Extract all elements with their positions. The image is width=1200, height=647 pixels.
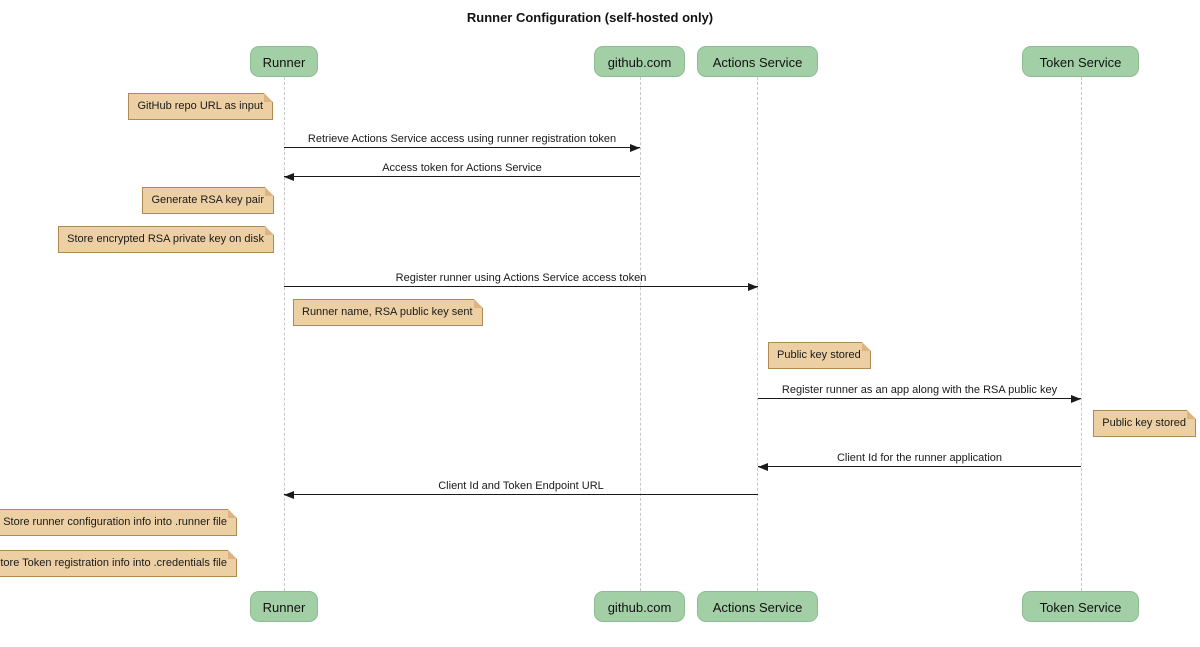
diagram-title: Runner Configuration (self-hosted only) [466, 10, 714, 25]
message-label: Register runner using Actions Service ac… [395, 272, 647, 284]
actor-bottom-token-service: Token Service [1022, 591, 1139, 622]
actor-top-runner: Runner [250, 46, 318, 77]
message-access-token: Access token for Actions Service [284, 158, 640, 181]
arrowhead-right-icon [748, 282, 758, 291]
actor-bottom-runner: Runner [250, 591, 318, 622]
lifeline-runner [283, 77, 285, 591]
actor-top-actions-service: Actions Service [697, 46, 818, 77]
lifeline-github [639, 77, 641, 591]
arrowhead-left-icon [284, 172, 294, 181]
note-runner-name-sent: Runner name, RSA public key sent [293, 299, 483, 326]
message-retrieve-actions-access: Retrieve Actions Service access using ru… [284, 129, 640, 152]
message-register-runner: Register runner using Actions Service ac… [284, 268, 758, 291]
actor-top-github: github.com [594, 46, 685, 77]
message-label: Access token for Actions Service [382, 162, 542, 174]
message-register-app: Register runner as an app along with the… [758, 380, 1081, 403]
message-client-id-endpoint: Client Id and Token Endpoint URL [284, 476, 758, 499]
note-public-key-actions: Public key stored [768, 342, 871, 369]
message-client-id: Client Id for the runner application [758, 448, 1081, 471]
actor-bottom-github: github.com [594, 591, 685, 622]
lifeline-token-service [1080, 77, 1082, 591]
lifeline-actions-service [757, 77, 758, 591]
message-label: Register runner as an app along with the… [781, 384, 1058, 396]
arrowhead-left-icon [758, 462, 768, 471]
note-store-private-key: Store encrypted RSA private key on disk [58, 226, 274, 253]
note-github-repo-url: GitHub repo URL as input [128, 93, 273, 120]
message-label: Client Id and Token Endpoint URL [438, 480, 604, 492]
message-label: Client Id for the runner application [836, 452, 1003, 464]
message-label: Retrieve Actions Service access using ru… [307, 133, 617, 145]
note-store-runner-file: Store runner configuration info into .ru… [0, 509, 237, 536]
arrowhead-left-icon [284, 490, 294, 499]
note-store-credentials: Store Token registration info into .cred… [0, 550, 237, 577]
note-public-key-token: Public key stored [1093, 410, 1196, 437]
arrowhead-right-icon [630, 143, 640, 152]
actor-top-token-service: Token Service [1022, 46, 1139, 77]
note-generate-rsa: Generate RSA key pair [142, 187, 274, 214]
arrowhead-right-icon [1071, 394, 1081, 403]
actor-bottom-actions-service: Actions Service [697, 591, 818, 622]
